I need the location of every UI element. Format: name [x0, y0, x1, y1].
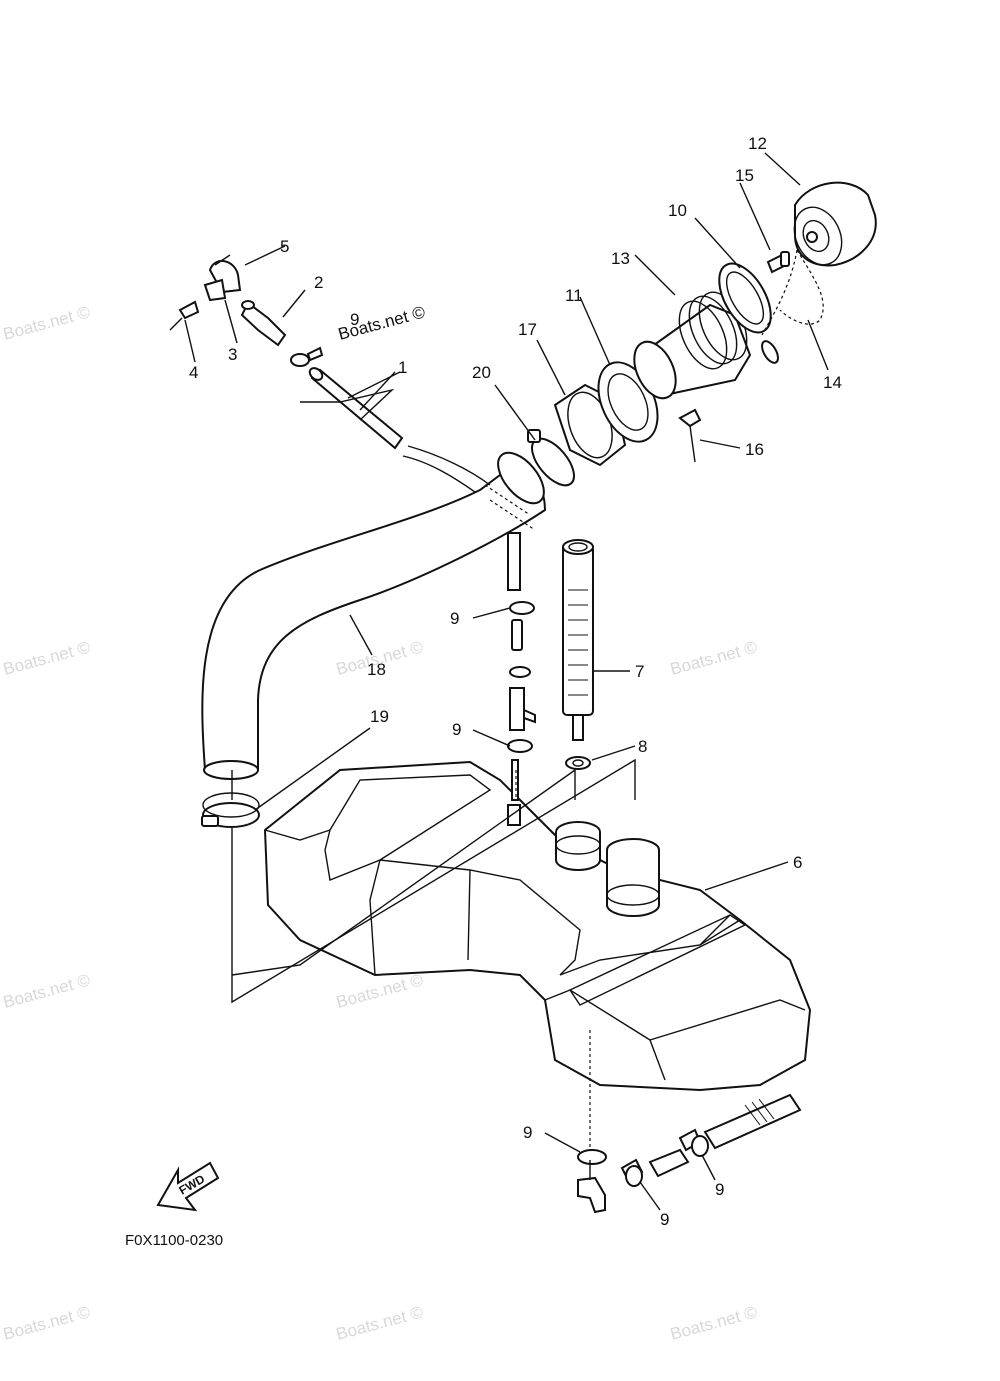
holder-5[interactable] — [208, 254, 242, 294]
callout-18: 18 — [367, 660, 386, 679]
gasket-10[interactable] — [709, 255, 782, 341]
watermark: Boats.net © — [334, 1302, 425, 1344]
fuel-tank[interactable] — [263, 760, 812, 1092]
callout-2: 2 — [314, 273, 323, 292]
callout-9-middle: 9 — [452, 720, 461, 739]
diagram-code: F0X1100-0230 — [125, 1232, 223, 1249]
drain-fittings[interactable] — [577, 1093, 802, 1214]
callout-10: 10 — [668, 201, 687, 220]
hose-clamp-9-top[interactable] — [290, 346, 324, 367]
callout-17: 17 — [518, 320, 537, 339]
watermark: Boats.net © — [668, 637, 759, 679]
callout-4: 4 — [189, 363, 198, 382]
callout-6: 6 — [793, 853, 802, 872]
watermark: Boats.net © — [1, 970, 92, 1012]
callout-9-top: 9 — [350, 310, 359, 329]
holder-3[interactable] — [203, 278, 227, 302]
callout-16: 16 — [745, 440, 764, 459]
screw-15[interactable] — [766, 251, 790, 274]
vent-line-fittings[interactable] — [507, 601, 536, 801]
leader-lines — [184, 152, 829, 1211]
callout-9-upper: 9 — [450, 609, 459, 628]
callout-11: 11 — [565, 286, 583, 305]
callout-3: 3 — [228, 345, 237, 364]
callout-19: 19 — [370, 707, 389, 726]
filler-hose[interactable] — [201, 445, 552, 780]
rivet-4[interactable] — [169, 300, 200, 331]
callout-13: 13 — [611, 249, 630, 268]
callout-8: 8 — [638, 737, 647, 756]
grommet-8[interactable] — [565, 756, 591, 770]
watermark: Boats.net © — [1, 1302, 92, 1344]
check-valve[interactable] — [240, 300, 287, 347]
fwd-arrow-icon: FWD — [156, 1161, 220, 1212]
rivet-16[interactable] — [678, 408, 702, 463]
filler-neck[interactable] — [626, 285, 756, 405]
cap-chain[interactable] — [759, 249, 824, 365]
callout-5: 5 — [280, 237, 289, 256]
hose-clamp-19[interactable] — [201, 792, 260, 828]
callout-7: 7 — [635, 662, 644, 681]
vent-hose[interactable] — [307, 366, 521, 591]
callout-9-lower-left: 9 — [523, 1123, 532, 1142]
callout-9-bottom: 9 — [660, 1210, 669, 1229]
watermark: Boats.net © — [1, 302, 92, 344]
fuel-filter[interactable] — [562, 539, 594, 741]
callout-1: 1 — [398, 358, 407, 377]
callout-15: 15 — [735, 166, 754, 185]
fuel-cap[interactable] — [785, 181, 877, 273]
watermark: Boats.net © — [1, 637, 92, 679]
callout-9-lower-right: 9 — [715, 1180, 724, 1199]
callout-12: 12 — [748, 134, 767, 153]
callout-14: 14 — [823, 373, 842, 392]
watermark: Boats.net © — [668, 1302, 759, 1344]
watermark: Boats.net © — [334, 970, 425, 1012]
callout-20: 20 — [472, 363, 491, 382]
hose-clamp-20[interactable] — [524, 429, 581, 492]
callout-labels: 1 2 3 4 5 6 7 8 9 9 9 9 9 9 10 11 12 13 … — [189, 134, 842, 1229]
